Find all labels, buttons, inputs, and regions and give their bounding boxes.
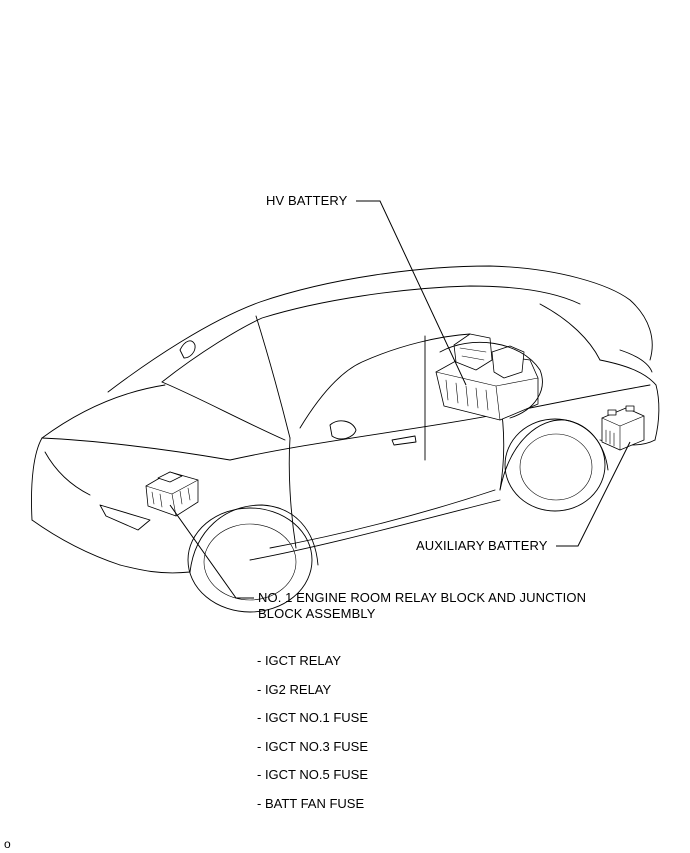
car-body — [31, 265, 660, 574]
front-wheel — [187, 504, 319, 613]
relay-block-label-line1: NO. 1 ENGINE ROOM RELAY BLOCK AND JUNCTI… — [258, 590, 587, 605]
auxiliary-battery-label: AUXILIARY BATTERY — [416, 538, 548, 553]
rear-wheel — [499, 418, 609, 512]
list-item: - IGCT NO.5 FUSE — [257, 767, 368, 782]
hv-battery-label: HV BATTERY — [266, 193, 348, 208]
list-item: - BATT FAN FUSE — [257, 796, 365, 811]
hv-battery-part — [435, 333, 543, 421]
auxiliary-battery-part — [601, 405, 645, 451]
relay-block-label-line2: BLOCK ASSEMBLY — [258, 606, 376, 621]
list-item: - IG2 RELAY — [257, 682, 332, 697]
list-item: - IGCT NO.1 FUSE — [257, 710, 368, 725]
relay-block-part — [145, 471, 199, 517]
figure-code: o — [4, 837, 11, 851]
list-item: - IGCT RELAY — [257, 653, 342, 668]
list-item: - IGCT NO.3 FUSE — [257, 739, 368, 754]
leader-lines — [169, 200, 631, 599]
